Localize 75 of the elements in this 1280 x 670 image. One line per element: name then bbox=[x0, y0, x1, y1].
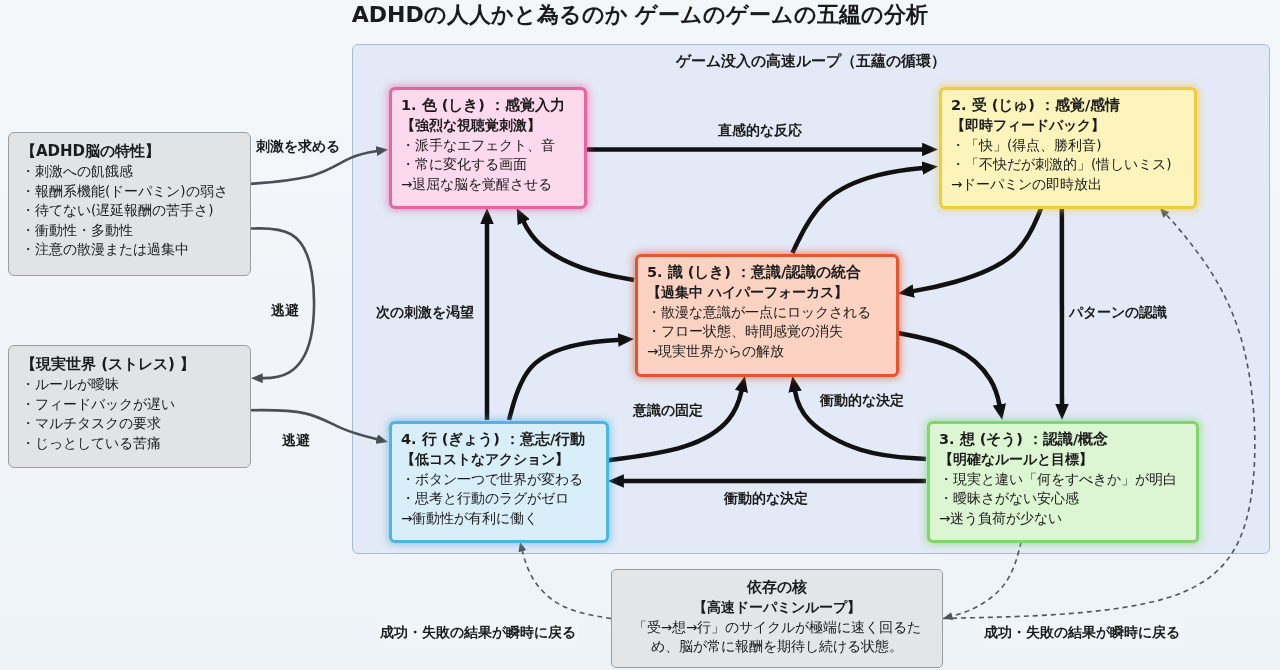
arrow bbox=[1055, 208, 1069, 420]
edge-label: 次の刺激を渇望 bbox=[373, 302, 477, 322]
arrow bbox=[608, 474, 926, 488]
list-item: ・注意の散漫または過集中 bbox=[21, 240, 190, 259]
arrow bbox=[251, 408, 388, 444]
stage-box bbox=[389, 87, 587, 209]
arrow bbox=[897, 330, 1006, 420]
arrow bbox=[898, 207, 1044, 298]
list-item: →迷う負荷が少ない bbox=[939, 508, 1064, 528]
list-item: ・フィードバックが遅い bbox=[21, 394, 176, 414]
arrow bbox=[516, 208, 635, 283]
stage-subtitle: 【強烈な視聴覚刺激】 bbox=[401, 116, 542, 135]
info-box bbox=[8, 345, 251, 468]
list-item: ・思考と行動のラグがゼロ bbox=[401, 489, 570, 508]
dashed-arrow bbox=[943, 541, 1022, 620]
stage-box bbox=[927, 421, 1199, 543]
stage-box bbox=[389, 421, 609, 543]
arrow bbox=[586, 142, 938, 157]
info-box bbox=[8, 132, 251, 276]
edge-label: 衝動的な決定 bbox=[817, 390, 907, 410]
list-item: ・報酬系機能(ドーパミン)の弱さ bbox=[21, 181, 229, 201]
box-heading: 【ADHD脳の特性】 bbox=[21, 141, 162, 162]
list-item: ・待てない(遅延報酬の苦手さ) bbox=[21, 201, 215, 220]
stage-subtitle: 【明確なルールと目標】 bbox=[939, 450, 1094, 469]
stage-box bbox=[635, 254, 899, 377]
list-item: ・衝動性・多動性 bbox=[21, 220, 134, 240]
edge-label: 逃避 bbox=[268, 300, 302, 320]
arrow bbox=[251, 227, 316, 384]
list-item: →衝動性が有利に働く bbox=[401, 508, 540, 528]
list-item: →ドーパミンの即時放出 bbox=[951, 174, 1104, 194]
arrow bbox=[790, 161, 938, 254]
list-item: ・マルチタスクの要求 bbox=[21, 414, 162, 433]
list-item: ・じっとしている苦痛 bbox=[21, 433, 162, 453]
list-item: →現実世界からの解放 bbox=[647, 341, 786, 361]
stage-box bbox=[939, 87, 1197, 209]
list-item: ・ルールが曖昧 bbox=[21, 375, 120, 394]
core-description: 「受→想→行」のサイクルが極端に速く回るため、脳が常に報酬を期待し続ける状態。 bbox=[631, 617, 923, 656]
edge-label: 逃避 bbox=[279, 430, 313, 450]
dashed-arrow bbox=[942, 208, 1256, 620]
list-item: ・曖昧さがない安心感 bbox=[939, 489, 1080, 508]
panel-title: ゲーム没入の高速ループ（五蘊の循環） bbox=[675, 52, 947, 71]
list-item: ・散漫な意識が一点にロックされる bbox=[647, 302, 872, 322]
list-item: ・現実と違い「何をすべきか」が明白 bbox=[939, 469, 1178, 489]
stage-title: 4. 行 (ぎょう) ：意志/行動 bbox=[401, 430, 587, 449]
core-title: 依存の核 bbox=[745, 577, 808, 598]
list-item: ・「快」(得点、勝利音) bbox=[951, 135, 1103, 155]
stage-title: 5. 識 (しき) ：意識/認識の統合 bbox=[647, 263, 863, 282]
edge-label: 直感的な反応 bbox=[715, 120, 805, 140]
edge-label: 意識の固定 bbox=[630, 400, 706, 420]
box-heading: 【現実世界 (ストレス) 】 bbox=[21, 354, 197, 375]
list-item: ・刺激への飢餓感 bbox=[21, 162, 134, 181]
stage-title: 2. 受 (じゅ) ：感覚/感情 bbox=[951, 96, 1122, 115]
arrow bbox=[607, 376, 748, 463]
list-item: ・ボタン一つで世界が変わる bbox=[401, 469, 584, 489]
list-item: →退屈な脳を覚醒させる bbox=[401, 174, 554, 194]
list-item: ・フロー状態、時間感覚の消失 bbox=[647, 322, 844, 341]
core-subtitle: 【高速ドーパミンループ】 bbox=[692, 598, 862, 617]
dashed-arrow bbox=[518, 542, 612, 620]
diagram-title: ADHDの人人かと為るのか ゲームのゲームの五縕の分析 bbox=[350, 1, 930, 29]
edge-label: 衝動的な決定 bbox=[721, 488, 811, 508]
stage-subtitle: 【低コストなアクション】 bbox=[401, 450, 570, 469]
stage-title: 1. 色 (しき) ：感覚入力 bbox=[401, 96, 566, 115]
arrow bbox=[250, 146, 388, 186]
arrow bbox=[480, 208, 494, 420]
arrow bbox=[506, 333, 634, 421]
list-item: ・「不快だが刺激的」(惜しいミス) bbox=[951, 155, 1173, 174]
stage-title: 3. 想 (そう) ：認識/概念 bbox=[939, 430, 1110, 449]
stage-subtitle: 【即時フィードバック】 bbox=[951, 116, 1106, 135]
arrow bbox=[788, 376, 927, 462]
list-item: ・派手なエフェクト、音 bbox=[401, 135, 556, 155]
loop-panel bbox=[352, 44, 1270, 554]
core-box bbox=[611, 569, 943, 668]
edge-label: パターンの認識 bbox=[1066, 302, 1170, 322]
stage-subtitle: 【過集中 ハイパーフォーカス】 bbox=[647, 283, 849, 302]
list-item: ・常に変化する画面 bbox=[401, 155, 528, 174]
